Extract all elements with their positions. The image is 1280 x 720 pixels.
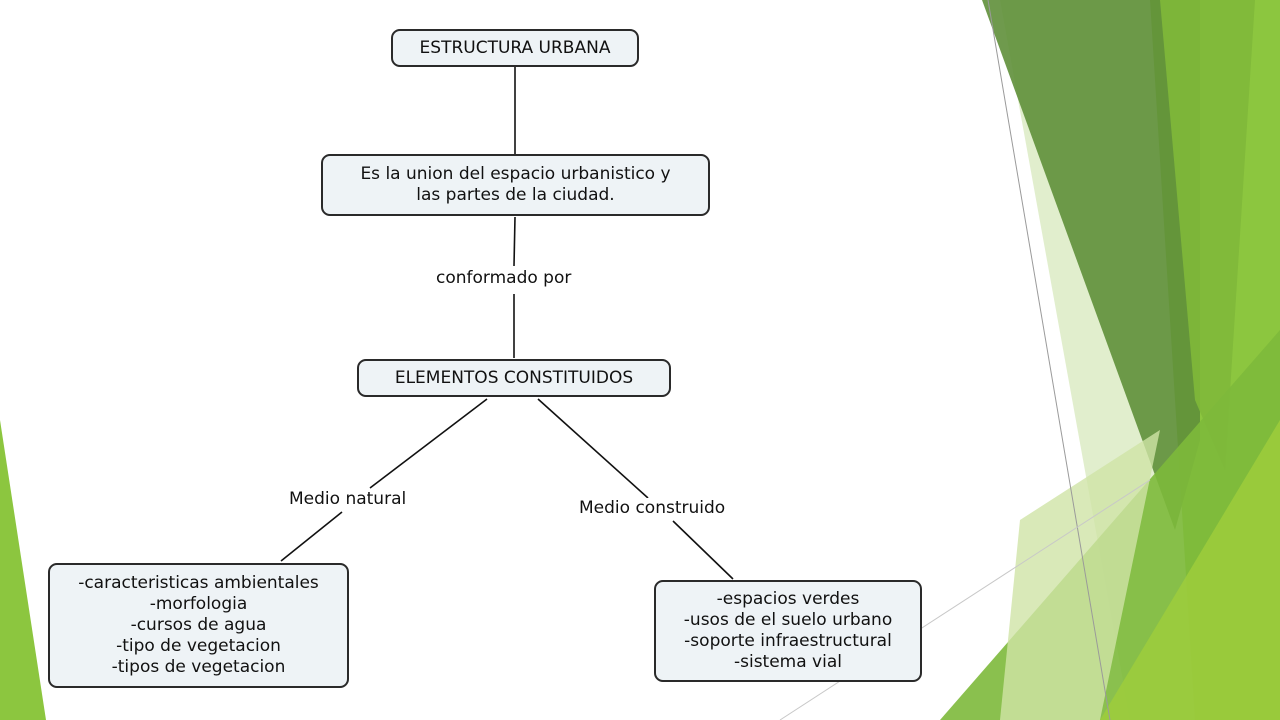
edge-definition-label — [513, 216, 516, 267]
elements-text: ELEMENTOS CONSTITUIDOS — [394, 367, 634, 388]
right-mid-band — [1160, 0, 1255, 470]
construido-item: -soporte infraestructural — [684, 631, 892, 651]
title-text: ESTRUCTURA URBANA — [419, 37, 611, 58]
construido-item: -usos de el suelo urbano — [683, 610, 893, 630]
edge-elements-construido — [537, 398, 649, 499]
definition-line-2: las partes de la ciudad. — [416, 185, 615, 205]
definition-line-1: Es la union del espacio urbanistico y — [360, 164, 671, 184]
definition-node: Es la union del espacio urbanistico y la… — [321, 154, 710, 216]
natural-item: -caracteristicas ambientales — [78, 573, 319, 593]
natural-item: -morfologia — [149, 594, 248, 614]
construido-item: -sistema vial — [733, 652, 842, 672]
construido-list-node: -espacios verdes -usos de el suelo urban… — [654, 580, 922, 682]
left-edge-stripe — [0, 420, 46, 720]
edge-construido-list — [672, 520, 734, 580]
thin-diagonal-line — [987, 0, 1111, 720]
bottom-pale-wedge — [1000, 430, 1160, 720]
link-label-conformado: conformado por — [434, 268, 574, 288]
construido-item: -espacios verdes — [716, 589, 860, 609]
bottom-right-light-wedge — [1100, 420, 1280, 720]
right-darkgreen-band — [982, 0, 1200, 530]
edge-natural-list — [280, 511, 343, 562]
edge-elements-natural — [369, 398, 488, 489]
title-node: ESTRUCTURA URBANA — [391, 29, 639, 67]
natural-list-node: -caracteristicas ambientales -morfologia… — [48, 563, 349, 688]
natural-item: -cursos de agua — [130, 615, 267, 635]
natural-item: -tipo de vegetacion — [116, 636, 281, 656]
branch-label-natural: Medio natural — [287, 489, 409, 509]
branch-label-construido: Medio construido — [577, 498, 728, 518]
elements-node: ELEMENTOS CONSTITUIDOS — [357, 359, 671, 397]
natural-item: -tipos de vegetacion — [111, 657, 286, 677]
